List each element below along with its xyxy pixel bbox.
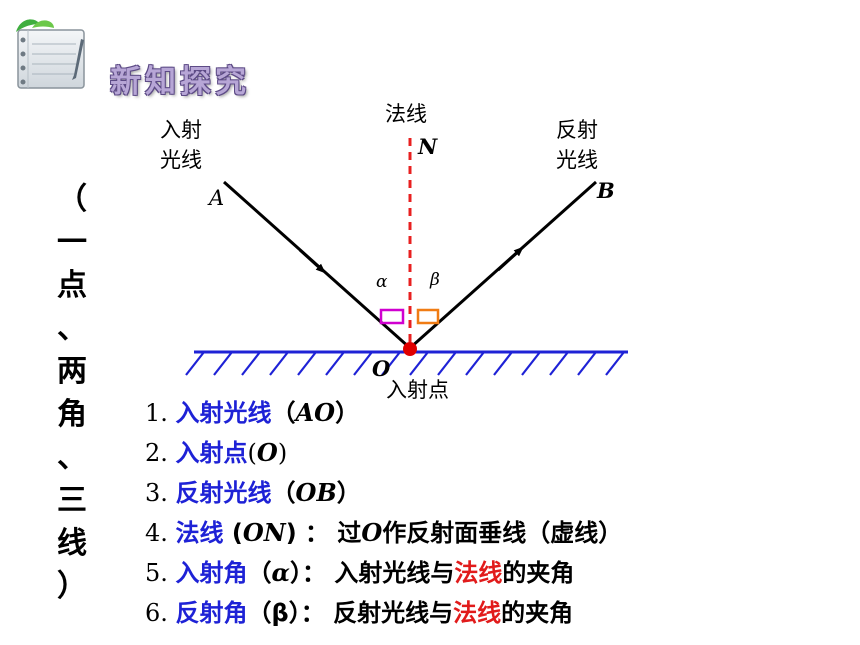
list-item: 4. 法线 (ON) ： 过O作反射面垂线（虚线） [145, 518, 623, 547]
side-title: （ 一 点 、 两 角 、 三 线 ） [57, 182, 87, 604]
incident-arrow [298, 248, 326, 274]
point-n-label: N [418, 134, 438, 159]
list-item: 3. 反射光线（OB） [145, 478, 361, 507]
notebook-icon [16, 19, 85, 89]
header: 新知探究 [14, 14, 284, 100]
point-b-label: B [597, 178, 615, 203]
incidence-point-label: 入射点 [386, 378, 449, 402]
list-item: 2. 入射点(O) [145, 438, 288, 467]
alpha-marker [379, 308, 405, 325]
mirror-hatching [185, 351, 625, 376]
section-title: 新知探究 [110, 64, 250, 100]
normal-label: 法线 [385, 102, 427, 126]
beta-label: β [430, 270, 440, 290]
reflected-ray-label: 反射 光线 [556, 118, 598, 172]
beta-marker [416, 308, 440, 325]
incidence-point-dot [403, 342, 417, 356]
definitions-list: 1. 入射光线（AO） 2. 入射点(O) 3. 反射光线（OB） 4. 法线 … [145, 393, 622, 633]
alpha-label: α [376, 272, 388, 292]
point-o-label: O [372, 356, 391, 381]
list-item: 5. 入射角（α）： 入射光线与法线的夹角 [145, 558, 575, 587]
incident-ray-label: 入射 光线 [160, 118, 202, 172]
list-item: 6. 反射角（β）： 反射光线与法线的夹角 [145, 599, 574, 627]
point-a-label: A [209, 186, 225, 210]
reflected-arrow [496, 246, 524, 272]
list-item: 1. 入射光线（AO） [145, 398, 360, 427]
